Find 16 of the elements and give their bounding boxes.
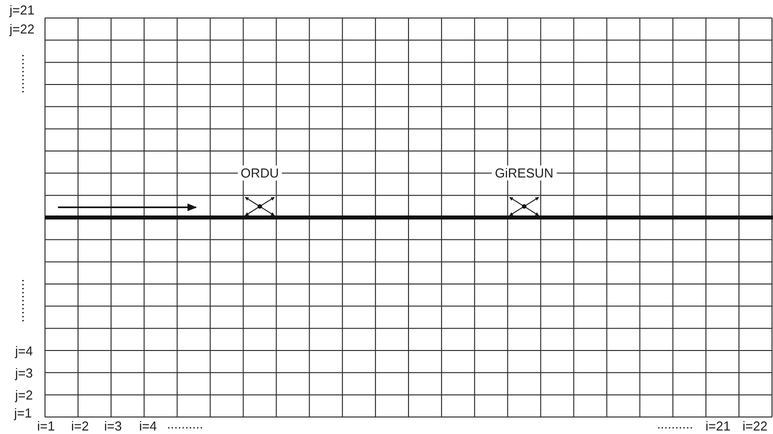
axis-label: i=3 bbox=[104, 418, 122, 434]
axis-label: i=22 bbox=[742, 418, 768, 434]
axis-label: j=21 bbox=[10, 2, 34, 18]
axis-label: i=21 bbox=[706, 418, 730, 434]
axis-label: j=4 bbox=[15, 343, 33, 358]
axis-label: j=1 bbox=[14, 406, 32, 420]
axis-label: i=2 bbox=[71, 418, 89, 434]
axis-label: j=3 bbox=[15, 365, 33, 380]
axis-label: i=1 bbox=[37, 418, 55, 434]
axis-label: j=2 bbox=[15, 387, 33, 402]
ellipsis: .......... bbox=[166, 416, 204, 432]
place-label: GiRESUN bbox=[492, 166, 556, 181]
axis-label: j=22 bbox=[10, 22, 34, 36]
ellipsis: .......... bbox=[656, 416, 694, 432]
place-label: ORDU bbox=[238, 166, 282, 181]
axis-label: i=4 bbox=[139, 418, 157, 434]
